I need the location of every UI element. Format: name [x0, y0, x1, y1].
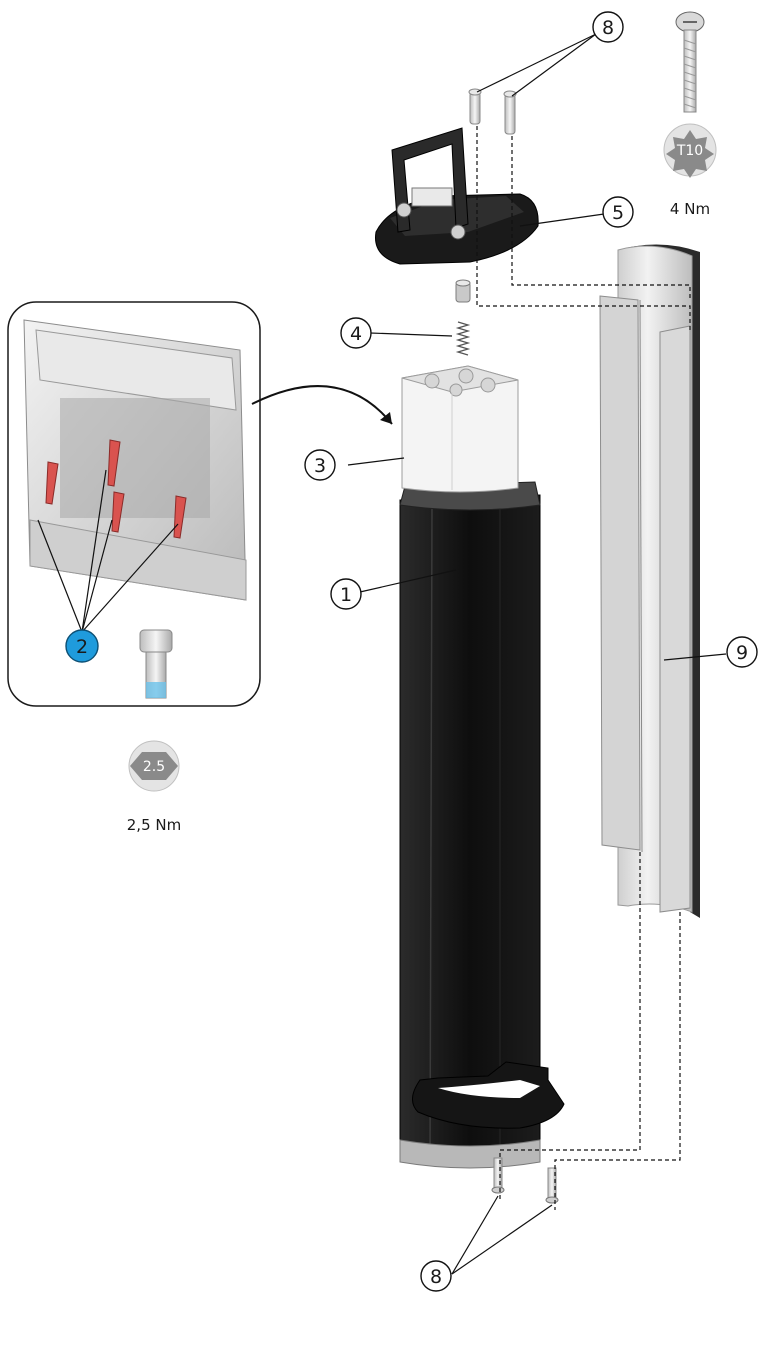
- callout-1: 1: [330, 578, 362, 610]
- spring-and-sleeve: [455, 279, 471, 356]
- top-bracket: [375, 127, 539, 265]
- detail-inset: [7, 301, 261, 707]
- callout-2: 2: [65, 629, 99, 663]
- bottom-screws: [491, 1157, 559, 1204]
- red-screws: [45, 439, 187, 539]
- svg-text:8: 8: [430, 1266, 442, 1288]
- hex-label: 2.5: [143, 759, 165, 775]
- callout-8-top: 8: [592, 11, 624, 43]
- callout-2-leaders: [37, 469, 179, 633]
- detail-arrow: [251, 385, 393, 425]
- callout-leaders: [347, 33, 727, 1275]
- top-pins: [468, 88, 517, 135]
- svg-text:8: 8: [602, 17, 614, 39]
- callout-9: 9: [726, 636, 758, 668]
- torque-top-screw: 4 Nm: [670, 200, 710, 218]
- callout-8-bottom: 8: [420, 1260, 452, 1292]
- torx-label: T10: [676, 143, 703, 159]
- assembly-guide-lines: [476, 126, 691, 1210]
- housing-column: [399, 481, 541, 1169]
- svg-text:9: 9: [736, 642, 748, 664]
- hex-2-5-icon: 2.5: [128, 740, 180, 792]
- callout-3: 3: [304, 449, 336, 481]
- aluminium-cover-profile: [599, 244, 700, 918]
- top-block: [401, 365, 519, 493]
- svg-text:2: 2: [76, 636, 88, 658]
- callout-4: 4: [340, 317, 372, 349]
- callout-5: 5: [602, 196, 634, 228]
- svg-text:1: 1: [340, 584, 352, 606]
- hex-screw: [139, 629, 173, 699]
- svg-text:4: 4: [350, 323, 362, 345]
- torx-t10-icon: T10: [663, 123, 717, 178]
- bottom-clip: [412, 1061, 565, 1129]
- torx-screw: [675, 11, 705, 113]
- svg-text:3: 3: [314, 455, 326, 477]
- torque-inset-screw: 2,5 Nm: [127, 816, 181, 834]
- svg-text:5: 5: [612, 202, 624, 224]
